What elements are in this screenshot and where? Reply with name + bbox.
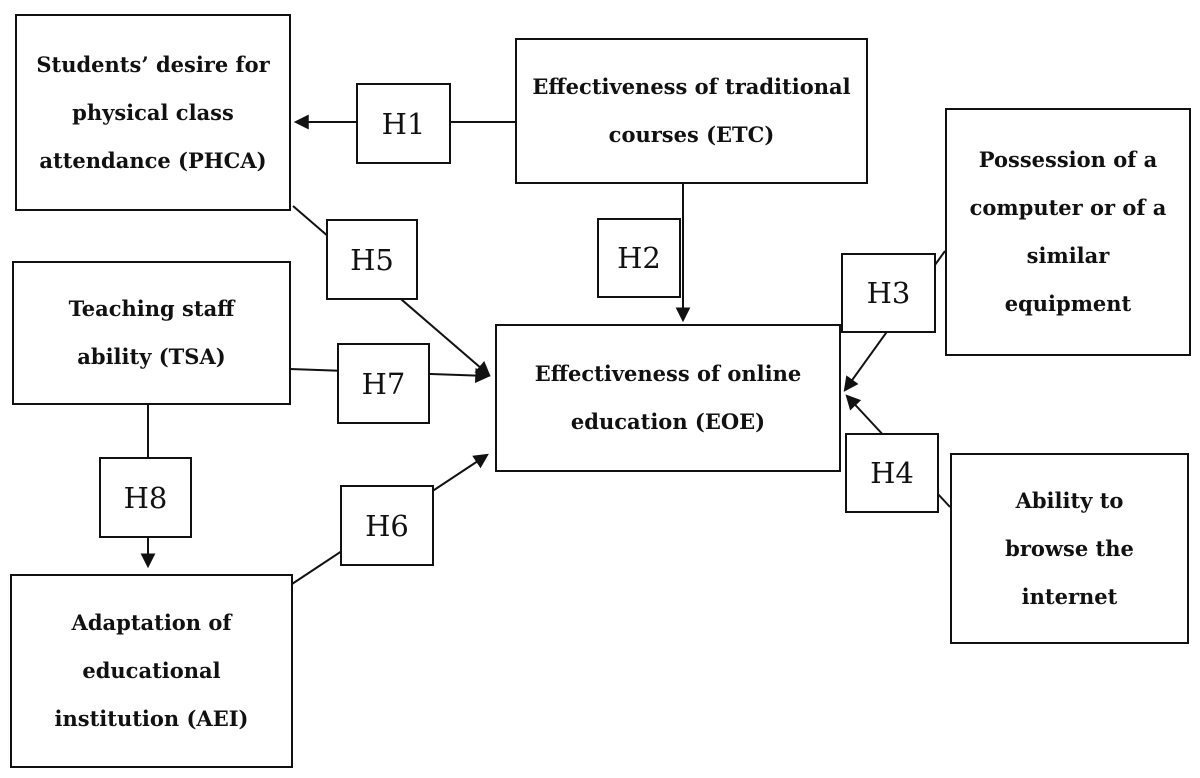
hypothesis-h2: H2	[597, 218, 681, 298]
hypothesis-h7: H7	[337, 343, 430, 424]
construct-aei-label: Adaptation of educational institution (A…	[54, 610, 249, 731]
hypothesis-h4-label: H4	[870, 456, 914, 490]
construct-eoe: Effectiveness of online education (EOE)	[495, 324, 841, 472]
construct-phca: Students’ desire for physical class atte…	[15, 14, 291, 211]
construct-etc-label: Effectiveness of traditional courses (ET…	[532, 74, 851, 147]
construct-possession-label: Possession of a computer or of a similar…	[969, 147, 1167, 316]
hypothesis-h8: H8	[99, 457, 192, 538]
construct-etc: Effectiveness of traditional courses (ET…	[515, 38, 868, 184]
hypothesis-h5-label: H5	[350, 242, 394, 277]
construct-eoe-label: Effectiveness of online education (EOE)	[534, 361, 802, 434]
construct-tsa: Teaching staff ability (TSA)	[12, 261, 291, 405]
hypothesis-h1-label: H1	[381, 106, 426, 141]
construct-possession: Possession of a computer or of a similar…	[945, 108, 1191, 356]
construct-ability-label: Ability to browse the internet	[1005, 487, 1134, 609]
hypothesis-h3: H3	[841, 253, 936, 333]
hypothesis-h6-label: H6	[365, 508, 409, 543]
hypothesis-h6: H6	[340, 485, 434, 566]
construct-phca-label: Students’ desire for physical class atte…	[36, 51, 270, 173]
hypothesis-h1: H1	[356, 83, 451, 164]
hypothesis-h7-label: H7	[361, 366, 406, 401]
hypothesis-h3-label: H3	[866, 276, 911, 310]
hypothesis-h4: H4	[845, 433, 939, 513]
construct-ability: Ability to browse the internet	[950, 453, 1189, 644]
construct-aei: Adaptation of educational institution (A…	[10, 574, 293, 768]
construct-tsa-label: Teaching staff ability (TSA)	[68, 296, 235, 369]
hypothesis-h2-label: H2	[617, 241, 661, 275]
hypothesis-h8-label: H8	[123, 480, 168, 515]
hypothesis-h5: H5	[326, 219, 418, 300]
